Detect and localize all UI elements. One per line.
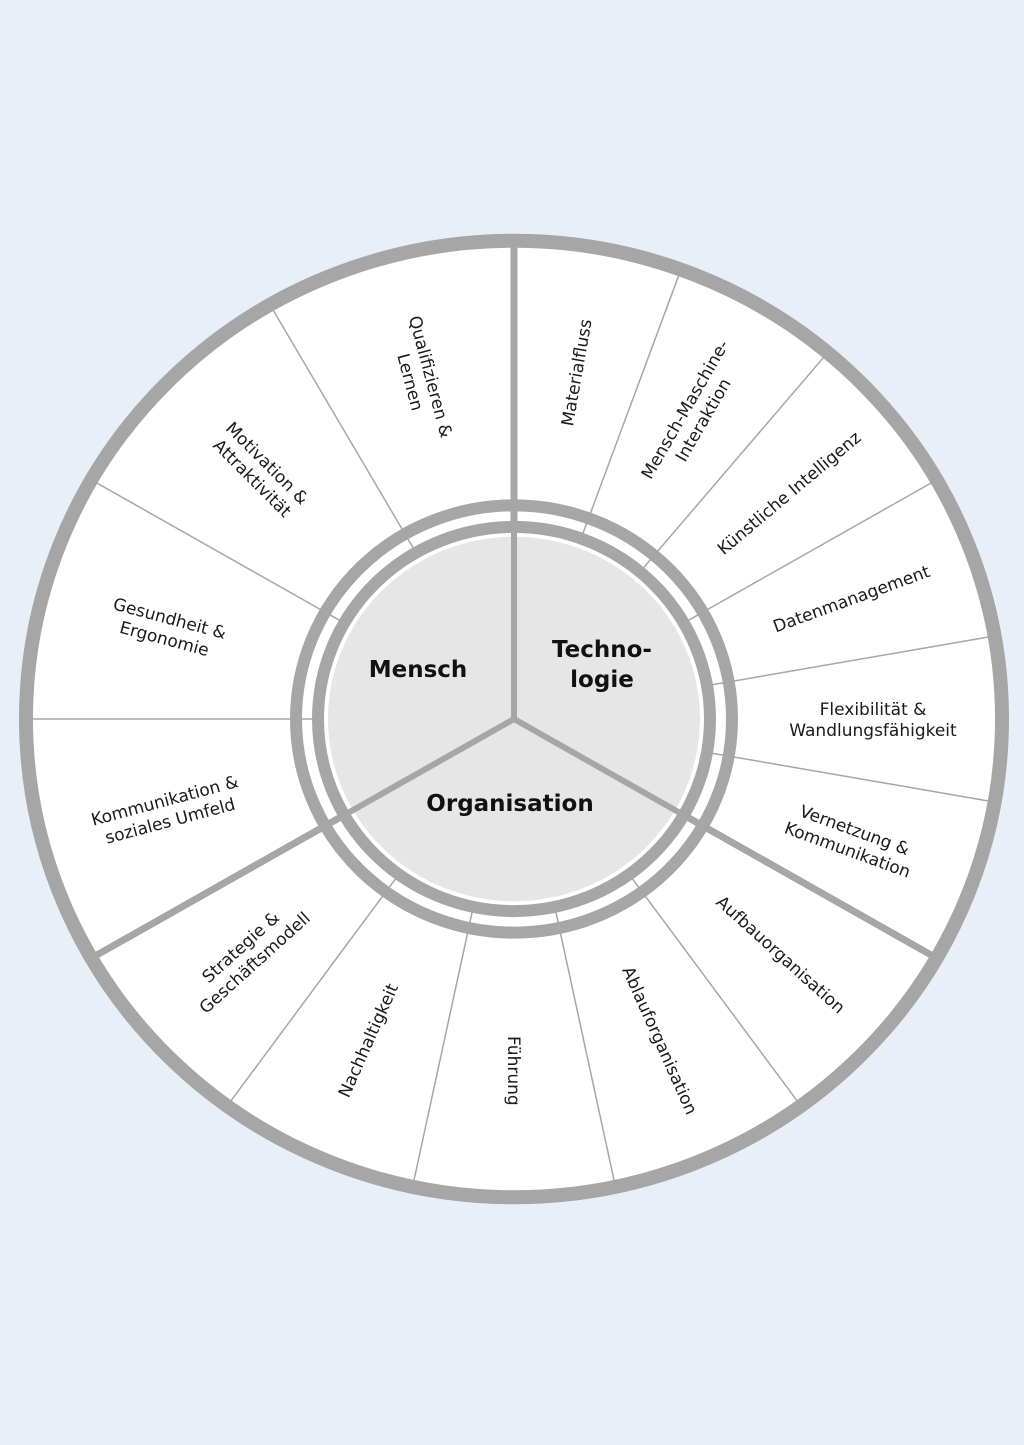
segment-label-line: Flexibilität & [820, 700, 927, 720]
segment: Führung [503, 1036, 523, 1106]
core-divider [512, 716, 681, 815]
group-divider [704, 824, 937, 961]
segment-divider [732, 635, 993, 682]
core-circle-layer [328, 532, 700, 902]
segment-divider [559, 931, 616, 1186]
segment-label-line: Wandlungsfähigkeit [789, 721, 957, 741]
segment: Flexibilität &Wandlungsfähigkeit [789, 700, 957, 741]
core-label-line: Techno- [552, 637, 652, 663]
segment-label-line: Führung [503, 1036, 523, 1106]
segment-divider [589, 271, 681, 515]
core-divider [347, 716, 516, 815]
core-label-technologie: Techno-logie [552, 637, 652, 693]
segment-divider [732, 756, 993, 803]
segment-divider [705, 480, 936, 611]
segment-label: Führung [503, 1036, 523, 1106]
segment-dividers [28, 242, 993, 1186]
segment-divider [92, 480, 323, 611]
segment-divider [270, 306, 404, 531]
segment-divider [643, 894, 801, 1105]
middle-ring-inner [312, 520, 716, 918]
core-label-mensch: Mensch [369, 657, 468, 683]
segment-divider [412, 931, 469, 1186]
core-label-organisation: Organisation [426, 791, 593, 817]
core-label-line: Organisation [426, 791, 593, 817]
core-label-line: logie [570, 667, 634, 693]
segment-label: Flexibilität &Wandlungsfähigkeit [789, 700, 957, 741]
segment-divider [656, 353, 827, 553]
core-label-line: Mensch [369, 657, 468, 683]
segment-divider [227, 894, 385, 1105]
group-divider [91, 824, 324, 961]
